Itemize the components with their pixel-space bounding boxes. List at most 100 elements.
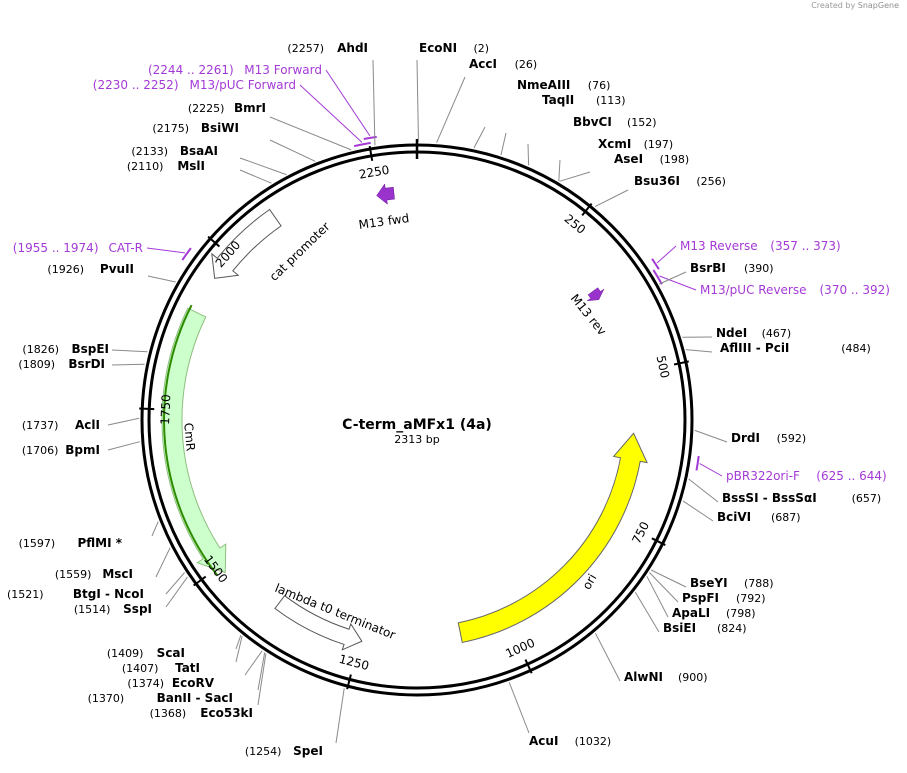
enzyme-bseyi[interactable]: BseYI	[690, 576, 728, 590]
enzyme-econi[interactable]: EcoNI	[419, 41, 457, 55]
enzyme-leader	[500, 132, 507, 156]
enzyme-pspfi[interactable]: PspFI	[682, 591, 719, 605]
enzyme-position: (2110)	[127, 160, 164, 173]
enzyme-apali[interactable]: ApaLI	[672, 606, 710, 620]
enzyme-asei[interactable]: AseI	[614, 152, 643, 166]
enzyme-bsrbi[interactable]: BsrBI	[690, 261, 726, 275]
primer-label-m13-puc-forward[interactable]: M13/pUC Forward	[189, 78, 296, 92]
enzyme-pflmi[interactable]: PflMI *	[77, 536, 122, 550]
enzyme-position: (113)	[596, 94, 626, 107]
label-layer: M13 Forward(2244 .. 2261)M13/pUC Forward…	[7, 41, 890, 758]
enzyme-bbvci[interactable]: BbvCI	[573, 115, 612, 129]
primer-label-m13-reverse[interactable]: M13 Reverse	[680, 239, 758, 253]
enzyme-position: (592)	[777, 432, 807, 445]
enzyme-nmeaiii[interactable]: NmeAIII	[517, 78, 570, 92]
tick-label: 500	[654, 354, 673, 379]
enzyme-scai[interactable]: ScaI	[157, 646, 185, 660]
enzyme-leader	[372, 59, 376, 146]
enzyme-leader	[527, 143, 530, 166]
enzyme-pvuii[interactable]: PvuII	[100, 262, 134, 276]
tick-mark	[139, 407, 155, 411]
enzyme-leader	[235, 634, 242, 650]
snapgene-credit: Created by SnapGene	[811, 1, 899, 10]
enzyme-leader	[646, 576, 669, 618]
enzyme-leader	[335, 688, 345, 744]
enzyme-leader	[111, 363, 145, 366]
enzyme-ecorv[interactable]: EcoRV	[172, 676, 215, 690]
enzyme-bsiei[interactable]: BsiEI	[663, 621, 696, 635]
tick-mark	[346, 674, 352, 690]
enzyme-bcivi[interactable]: BciVI	[717, 510, 751, 524]
feature-label-m13-fwd: M13 fwd	[358, 211, 410, 232]
enzyme-position: (1706)	[22, 444, 59, 457]
enzyme-leader	[594, 632, 621, 682]
enzyme-bsrdi[interactable]: BsrDI	[68, 357, 105, 371]
enzyme-position: (197)	[644, 138, 674, 151]
enzyme-position: (2175)	[152, 122, 189, 135]
enzyme-acli[interactable]: AclI	[75, 418, 100, 432]
enzyme-position: (256)	[696, 175, 726, 188]
enzyme-bsu36i[interactable]: Bsu36I	[634, 174, 680, 188]
enzyme-leader	[107, 417, 140, 426]
enzyme-position: (792)	[736, 592, 766, 605]
enzyme-leader	[685, 349, 713, 353]
primer-leader	[325, 69, 371, 137]
credit-brand: SnapGene	[857, 1, 899, 10]
enzyme-taqii[interactable]: TaqII	[542, 93, 574, 107]
tick-label: 750	[629, 519, 652, 546]
enzyme-position: (26)	[515, 58, 538, 71]
primer-range: (2230 .. 2252)	[93, 78, 179, 92]
enzyme-leader	[165, 576, 188, 608]
enzyme-leader	[235, 635, 243, 663]
enzyme-msci[interactable]: MscI	[102, 567, 133, 581]
enzyme-position: (1809)	[18, 358, 55, 371]
enzyme-position: (2133)	[131, 145, 168, 158]
enzyme-bmri[interactable]: BmrI	[234, 101, 266, 115]
enzyme-leader	[473, 126, 486, 149]
tick-mark	[207, 235, 221, 248]
enzyme-xcmi[interactable]: XcmI	[598, 137, 631, 151]
enzyme-leader	[239, 169, 272, 184]
primer-label-pbr322ori-f[interactable]: pBR322ori-F	[726, 469, 800, 483]
cmr-strand-outline	[163, 304, 219, 577]
enzyme-leader	[269, 139, 316, 162]
enzyme-afliii-pcii[interactable]: AflIII - PciI	[720, 341, 789, 355]
m13-rev-feature	[586, 287, 605, 302]
enzyme-msli[interactable]: MslI	[177, 159, 205, 173]
enzyme-leader	[416, 59, 419, 143]
enzyme-ndei[interactable]: NdeI	[716, 326, 747, 340]
enzyme-sspi[interactable]: SspI	[123, 602, 152, 616]
enzyme-leader	[649, 572, 679, 603]
enzyme-position: (1254)	[245, 745, 282, 758]
enzyme-spei[interactable]: SpeI	[293, 744, 323, 758]
enzyme-tati[interactable]: TatI	[175, 661, 200, 675]
enzyme-ahdi[interactable]: AhdI	[337, 41, 368, 55]
enzyme-leader	[155, 547, 171, 578]
enzyme-acui[interactable]: AcuI	[529, 734, 558, 748]
enzyme-position: (687)	[771, 511, 801, 524]
enzyme-bsssi-bsss-i[interactable]: BssSI - BssSαI	[722, 491, 817, 505]
primer-label-m13-puc-reverse[interactable]: M13/pUC Reverse	[700, 283, 807, 297]
enzyme-banii-saci[interactable]: BanII - SacI	[157, 691, 233, 705]
enzyme-position: (900)	[678, 671, 708, 684]
primer-arc-pbr322ori-f	[695, 455, 700, 471]
primer-label-cat-r[interactable]: CAT-R	[108, 241, 143, 255]
enzyme-bsiwi[interactable]: BsiWI	[201, 121, 239, 135]
primer-arc-m13-forward	[363, 135, 377, 140]
enzyme-bspei[interactable]: BspEI	[71, 342, 109, 356]
enzyme-leader	[269, 116, 352, 151]
tick-mark	[524, 659, 533, 674]
enzyme-eco53ki[interactable]: Eco53kI	[200, 706, 253, 720]
primer-label-m13-forward[interactable]: M13 Forward	[244, 63, 322, 77]
enzyme-bsaai[interactable]: BsaAI	[180, 144, 218, 158]
enzyme-drdi[interactable]: DrdI	[731, 431, 760, 445]
primer-range: (625 .. 644)	[816, 469, 886, 483]
enzyme-leader	[165, 572, 185, 595]
enzyme-bpmi[interactable]: BpmI	[65, 443, 100, 457]
enzyme-acci[interactable]: AccI	[469, 57, 497, 71]
plasmid-name: C-term_aMFx1 (4a)	[342, 417, 492, 433]
enzyme-btgi-ncoi[interactable]: BtgI - NcoI	[73, 587, 144, 601]
enzyme-alwni[interactable]: AlwNI	[624, 670, 663, 684]
enzyme-position: (390)	[744, 262, 774, 275]
